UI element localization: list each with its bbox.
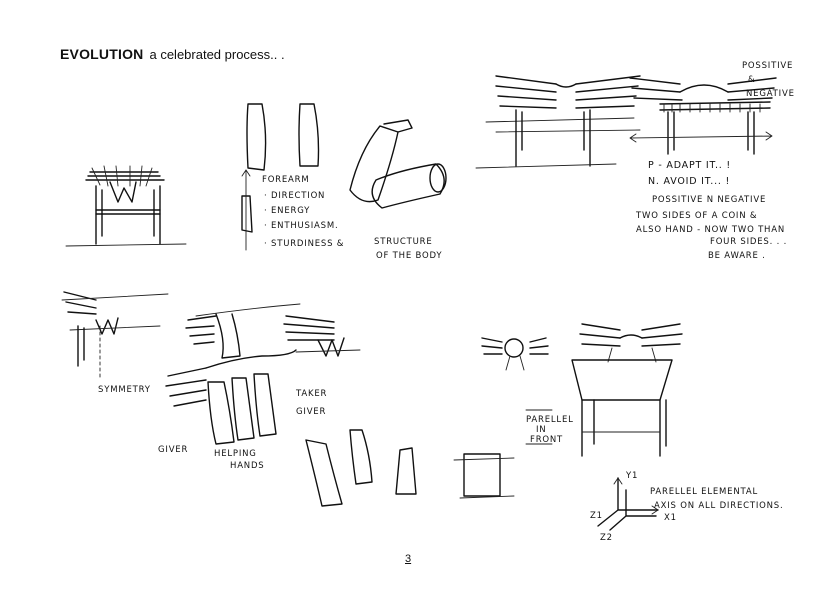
note-front: FRONT: [530, 435, 563, 445]
note-pos-neg: POSSITIVE N NEGATIVE: [652, 195, 766, 205]
note-p-line: P - ADAPT IT.. !: [648, 160, 731, 171]
note-sturdiness: · STURDINESS &: [264, 239, 344, 249]
note-amp: &: [748, 75, 755, 85]
note-parallel: PARELLEL: [526, 415, 574, 425]
axis-z2: Z2: [600, 533, 613, 543]
axis-x1: X1: [664, 513, 677, 523]
note-four-sides: FOUR SIDES. . .: [710, 237, 787, 247]
note-two-sides: TWO SIDES OF A COIN &: [635, 211, 757, 221]
note-also-hand: ALSO HAND - NOW TWO THAN: [636, 225, 785, 235]
heading-bold: EVOLUTION: [60, 46, 144, 62]
table-sketch-top-right: [475, 75, 777, 169]
note-giver-left: GIVER: [158, 445, 188, 455]
note-negative: NEGATIVE: [746, 89, 795, 99]
note-be-aware: BE AWARE .: [708, 251, 766, 261]
note-taker: TAKER: [295, 389, 327, 399]
note-enthusiasm: · ENTHUSIASM.: [264, 221, 339, 231]
note-helping: HELPING: [214, 449, 257, 459]
note-n-line: N. AVOID IT... !: [648, 176, 730, 187]
axis-y1: Y1: [625, 471, 638, 481]
forearm-sketch: [241, 103, 447, 251]
axis-z1: Z1: [590, 511, 603, 521]
note-energy: · ENERGY: [264, 206, 310, 216]
note-forearm: FOREARM: [262, 175, 310, 185]
heading-subtitle: a celebrated process.. .: [149, 47, 285, 62]
page-number: 3: [405, 553, 412, 565]
note-axis-all: AXIS ON ALL DIRECTIONS.: [654, 501, 784, 511]
note-parallel-elemental: PARELLEL ELEMENTAL: [650, 487, 758, 497]
symmetry-sketch: [61, 291, 417, 507]
note-hands: HANDS: [230, 461, 265, 471]
note-giver-right: GIVER: [296, 407, 326, 417]
note-of-the-body: OF THE BODY: [376, 251, 442, 261]
page-heading: EVOLUTION a celebrated process.. .: [60, 46, 285, 62]
note-symmetry: SYMMETRY: [98, 385, 151, 395]
note-positive: POSSITIVE: [742, 61, 793, 71]
note-direction: · DIRECTION: [264, 191, 325, 201]
table-sketch-left: [65, 165, 187, 247]
table-sketch-bottom-right: [453, 323, 683, 531]
note-in: IN: [536, 425, 546, 435]
note-structure: STRUCTURE: [374, 237, 433, 247]
